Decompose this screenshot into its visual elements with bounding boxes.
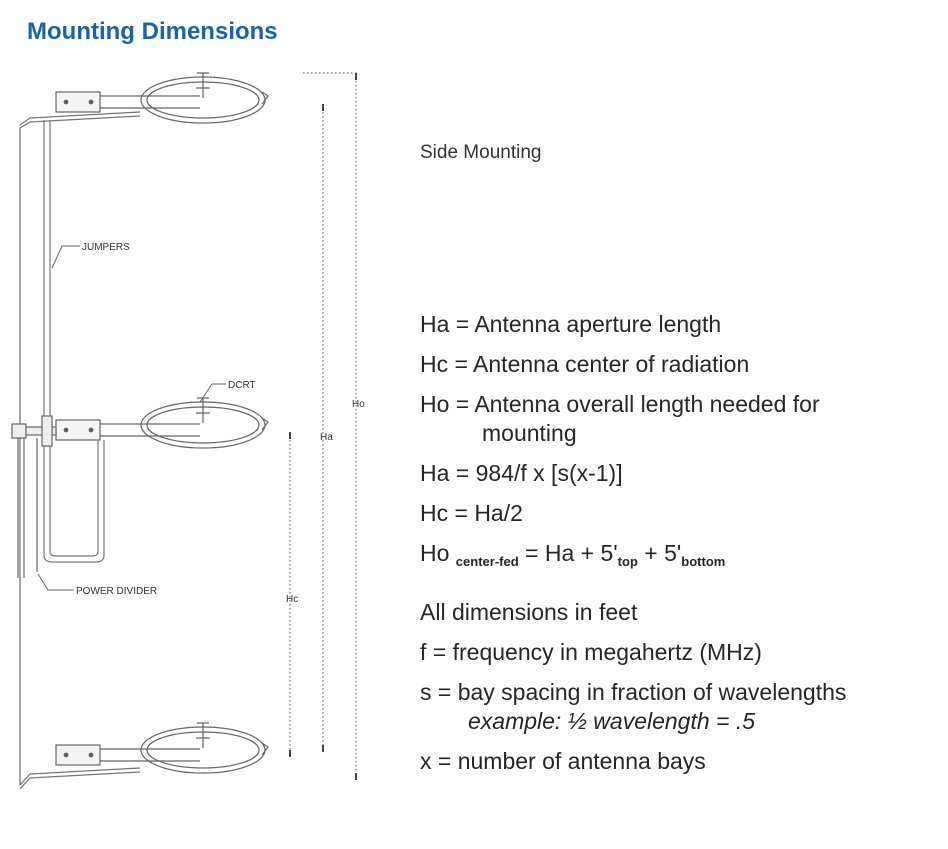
ha-formula: Ha = 984/f x [s(x-1)] bbox=[420, 460, 623, 486]
ho-formula: Ho center-fed = Ha + 5'top + 5'bottom bbox=[420, 539, 930, 576]
ho-formula-subscript-bottom: bottom bbox=[681, 554, 726, 569]
dimension-lines bbox=[289, 72, 358, 780]
power-divider-label: POWER DIVIDER bbox=[76, 586, 157, 597]
antenna-bay-middle bbox=[55, 397, 269, 449]
dcrt-label: DCRT bbox=[228, 380, 256, 391]
ho-formula-subscript-top: top bbox=[617, 554, 638, 569]
ho-formula-lead: Ho bbox=[420, 540, 450, 566]
ho-formula-middle: = Ha + 5' bbox=[518, 540, 618, 566]
page-title: Mounting Dimensions bbox=[27, 18, 278, 45]
f-definition: f = frequency in megahertz (MHz) bbox=[420, 639, 762, 665]
x-definition: x = number of antenna bays bbox=[420, 748, 706, 774]
hc-dimension-label: Hc bbox=[286, 594, 298, 605]
side-mounting-label: Side Mounting bbox=[420, 142, 542, 163]
units-note: All dimensions in feet bbox=[420, 599, 638, 625]
jumpers-label: JUMPERS bbox=[82, 242, 130, 253]
s-definition: s = bay spacing in fraction of wavelengt… bbox=[420, 679, 847, 705]
mounting-diagram: JUMPERS DCRT POWER DIVIDER Ho Ha Hc bbox=[11, 72, 365, 790]
power-divider bbox=[11, 415, 57, 578]
definitions-panel: Ha = Antenna aperture length Hc = Antenn… bbox=[420, 310, 930, 776]
ho-definition: Ho = Antenna overall length needed for bbox=[420, 391, 820, 417]
mast bbox=[19, 111, 141, 790]
dimension-ticks bbox=[289, 73, 357, 780]
ha-dimension-label: Ha bbox=[320, 432, 333, 443]
antenna-bay-top bbox=[55, 72, 269, 124]
leader-lines bbox=[37, 245, 226, 591]
ho-formula-subscript-center-fed: center-fed bbox=[455, 554, 519, 569]
jumpers-cable bbox=[43, 120, 105, 563]
ho-formula-middle-2: + 5' bbox=[637, 540, 682, 566]
ho-definition-continued: mounting bbox=[482, 420, 577, 446]
antenna-bay-bottom bbox=[55, 722, 269, 774]
ha-definition: Ha = Antenna aperture length bbox=[420, 311, 722, 337]
hc-definition: Hc = Antenna center of radiation bbox=[420, 351, 750, 377]
hc-formula: Hc = Ha/2 bbox=[420, 500, 523, 526]
ho-dimension-label: Ho bbox=[352, 399, 365, 410]
s-example: example: ½ wavelength = .5 bbox=[468, 708, 756, 734]
